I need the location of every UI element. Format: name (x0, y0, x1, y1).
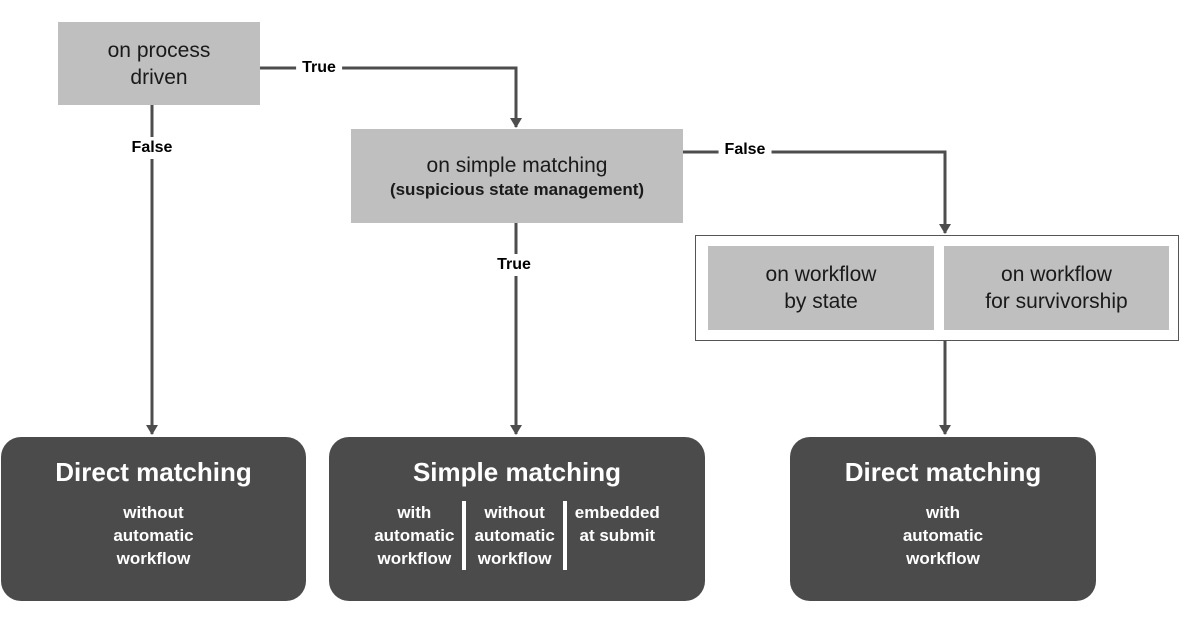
option-divider (462, 501, 467, 570)
edge-label-process-true: True (296, 57, 342, 79)
option-line: at submit (579, 526, 656, 545)
result-direct-matching-left-detail: without automatic workflow (113, 501, 193, 570)
decision-workflow-by-state-line1: on workflow (765, 263, 877, 286)
decision-process-driven-line1: on process (107, 38, 211, 62)
decision-simple-matching: on simple matching (suspicious state man… (351, 129, 683, 223)
decision-simple-matching-title: on simple matching (426, 153, 608, 177)
result-direct-matching-right-title: Direct matching (844, 457, 1042, 487)
decision-workflow-survivorship: on workflow for survivorship (944, 246, 1169, 330)
simple-option-embedded-at-submit: embedded at submit (575, 501, 660, 547)
result-direct-matching-left: Direct matching without automatic workfl… (1, 437, 306, 601)
detail-line: workflow (116, 549, 191, 568)
result-direct-matching-left-title: Direct matching (55, 457, 252, 487)
option-divider (562, 501, 567, 570)
option-line: automatic (474, 526, 555, 545)
detail-line: automatic (113, 526, 194, 545)
detail-line: without (123, 503, 184, 522)
decision-workflow-by-state: on workflow by state (708, 246, 934, 330)
result-direct-matching-right-detail: with automatic workflow (903, 501, 983, 570)
decision-simple-matching-subtitle: (suspicious state management) (389, 179, 645, 199)
edge-label-simple-true: True (491, 254, 537, 276)
decision-process-driven-line2: driven (130, 65, 188, 89)
simple-option-without-workflow: without automatic workflow (474, 501, 554, 570)
result-simple-matching-title: Simple matching (412, 457, 622, 487)
result-direct-matching-right: Direct matching with automatic workflow (790, 437, 1096, 601)
detail-line: workflow (906, 549, 980, 568)
result-simple-matching: Simple matching with automatic workflow … (329, 437, 705, 601)
decision-workflow-survivorship-line1: on workflow (1001, 263, 1112, 286)
connector-simple-false (683, 150, 951, 234)
option-line: without (484, 503, 545, 522)
edge-label-process-false: False (125, 137, 179, 159)
edge-label-simple-false: False (718, 139, 772, 161)
decision-workflow-by-state-line2: by state (784, 290, 858, 313)
decision-process-driven: on process driven (58, 22, 260, 105)
detail-line: automatic (902, 526, 984, 545)
option-line: workflow (377, 549, 452, 568)
option-line: embedded (574, 503, 660, 522)
detail-line: with (925, 503, 960, 522)
connector-process-true (260, 66, 522, 128)
option-line: automatic (374, 526, 455, 545)
decision-workflow-survivorship-line2: for survivorship (985, 290, 1128, 313)
option-line: with (397, 503, 432, 522)
workflow-options-group: on workflow by state on workflow for sur… (695, 235, 1179, 341)
option-line: workflow (477, 549, 552, 568)
simple-option-with-workflow: with automatic workflow (374, 501, 454, 570)
